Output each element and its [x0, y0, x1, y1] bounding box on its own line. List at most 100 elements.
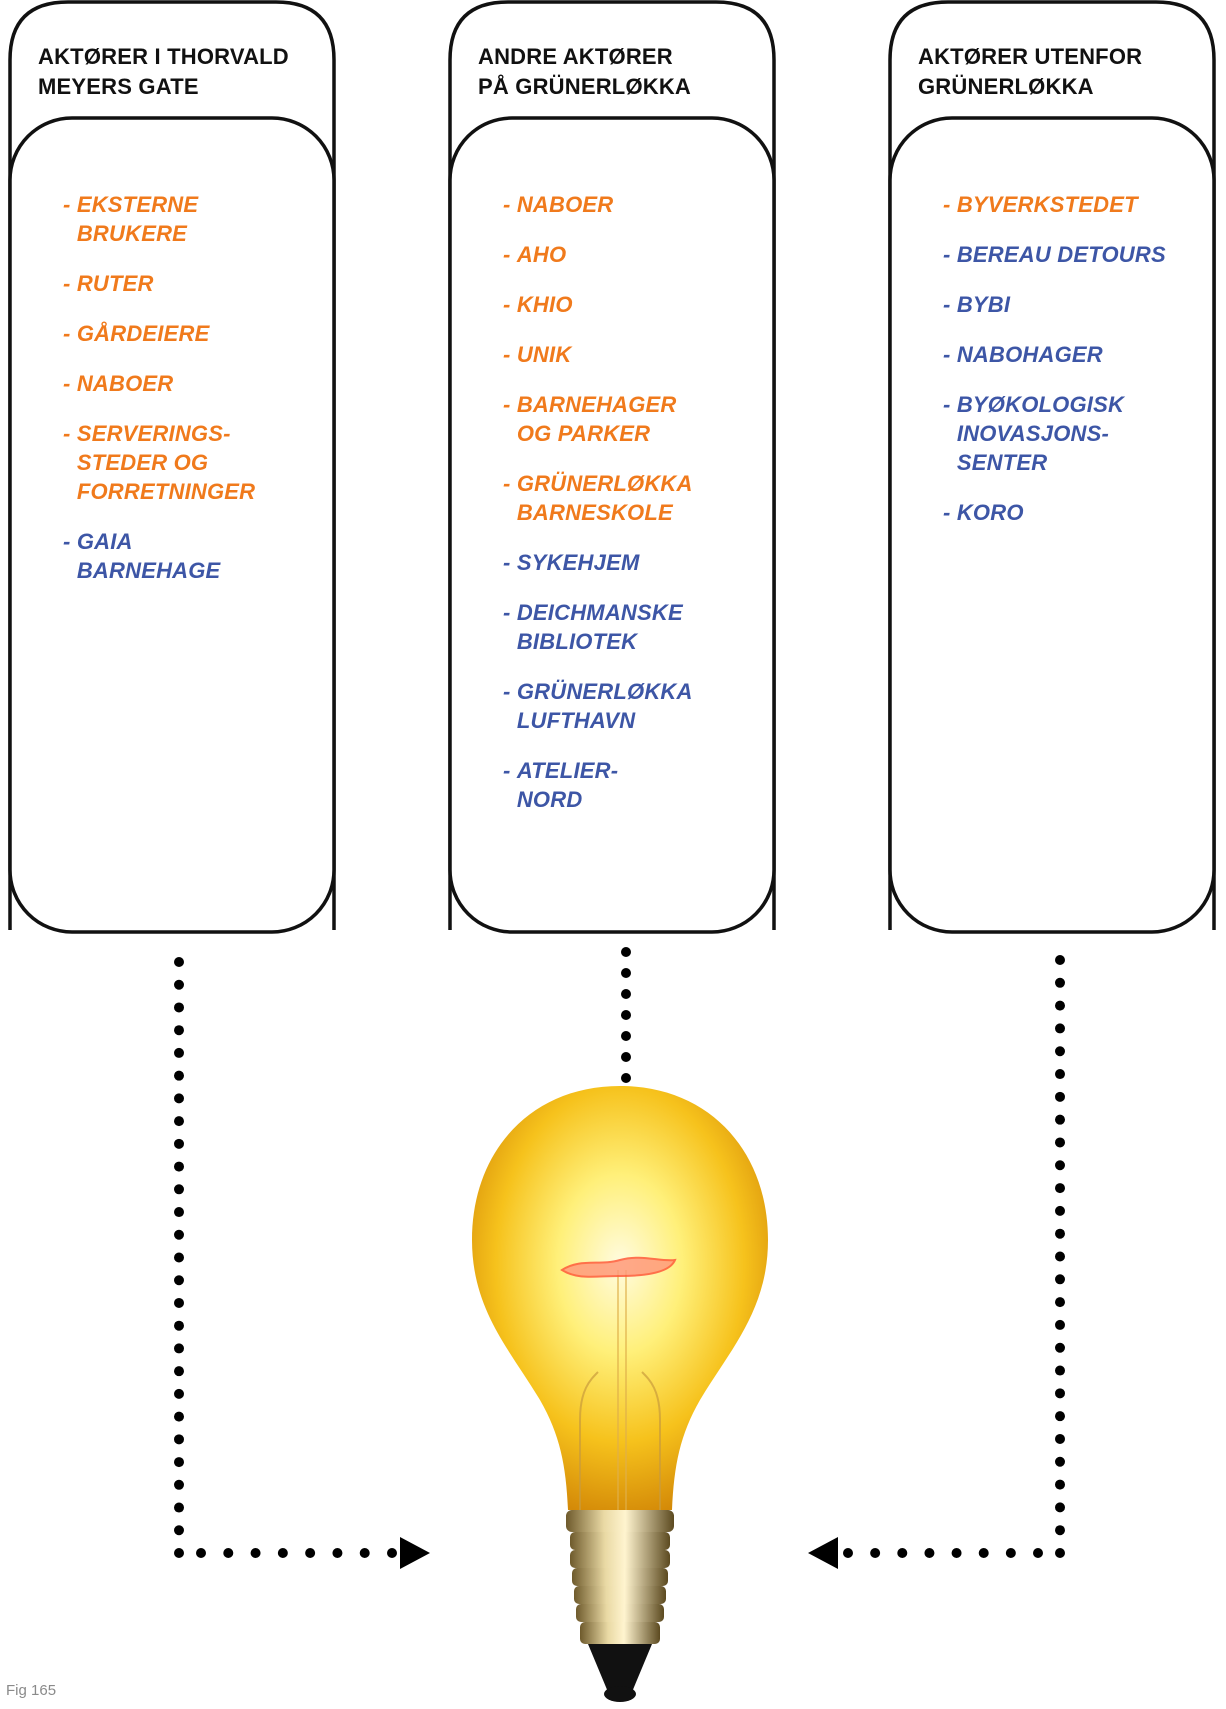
connector-dot: [359, 1548, 370, 1558]
arrow-left-icon: [808, 1537, 838, 1569]
item-dash: -: [503, 600, 517, 625]
card-frame: [888, 0, 1216, 934]
connector-dot: [870, 1548, 881, 1558]
actor-item-label: GAIA BARNEHAGE: [76, 529, 221, 583]
actor-item: - GÅRDEIERE: [63, 319, 323, 348]
card-frame: [8, 0, 336, 934]
connector-dot: [223, 1548, 234, 1558]
item-dash: -: [503, 192, 517, 217]
item-dash: -: [503, 392, 517, 417]
actor-item-label: SYKEHJEM: [516, 550, 640, 575]
connector-dot: [305, 1548, 316, 1558]
connector-dot: [843, 1548, 853, 1558]
actor-item-label: EKSTERNE BRUKERE: [76, 192, 199, 246]
actor-item-label: UNIK: [516, 342, 572, 367]
connector-dot: [1055, 977, 1065, 988]
item-dash: -: [503, 471, 517, 496]
connector-dot: [621, 1031, 631, 1041]
actor-item: - KORO: [943, 498, 1203, 527]
actor-list: - BYVERKSTEDET - BEREAU DETOURS - BYBI - NA…: [943, 190, 1203, 548]
actor-item-label: BARNEHAGER OG PARKER: [516, 392, 677, 446]
card-title: AKTØRER I THORVALD MEYERS GATE: [38, 44, 289, 99]
actor-item: - SYKEHJEM: [503, 548, 763, 577]
connector-dot: [174, 1366, 184, 1377]
actor-item-label: BYBI: [956, 292, 1011, 317]
connector-dot: [1055, 1433, 1065, 1444]
connector-dot: [1055, 1183, 1065, 1194]
connector-dot: [1055, 1137, 1065, 1148]
actor-item-label: BYØKOLOGISK INOVASJONS- SENTER: [956, 392, 1125, 475]
connector-dot: [924, 1548, 935, 1558]
actor-item: - EKSTERNE BRUKERE: [63, 190, 323, 248]
item-dash: -: [63, 192, 77, 217]
connector-dot: [1005, 1548, 1016, 1558]
connector-dot: [978, 1548, 989, 1558]
actor-item-label: BEREAU DETOURS: [956, 242, 1166, 267]
connector-dot: [1055, 1160, 1065, 1171]
connector-dot: [1055, 1411, 1065, 1422]
actor-item: - GAIA BARNEHAGE: [63, 527, 323, 585]
connector-dot: [174, 1434, 184, 1445]
item-dash: -: [503, 242, 517, 267]
figure-label: Fig 165: [6, 1682, 57, 1699]
light-bulb-icon: [470, 1080, 770, 1704]
connector-dot: [174, 1479, 184, 1490]
actor-item-label: RUTER: [76, 271, 154, 296]
item-dash: -: [63, 529, 77, 554]
actor-group-other-grunerlokka: ANDRE AKTØRER PÅ GRÜNERLØKKA - NABOER- A…: [448, 0, 776, 936]
connector-dot: [1055, 1228, 1065, 1239]
left-connector-dots: [174, 957, 397, 1558]
item-dash: -: [503, 292, 517, 317]
connector-dot: [1055, 1046, 1065, 1057]
actor-list: - EKSTERNE BRUKERE- RUTER- GÅRDEIERE- NA…: [63, 190, 323, 606]
connector-dot: [1055, 1023, 1065, 1034]
connector-dot: [174, 1229, 184, 1240]
actor-item-label: GRÜNERLØKKA BARNESKOLE: [516, 471, 693, 525]
connector-dot: [174, 979, 184, 990]
actor-item-label: SERVERINGS- STEDER OG FORRETNINGER: [76, 421, 256, 504]
connector-dot: [951, 1548, 962, 1558]
connector-dot: [174, 957, 184, 967]
actor-item: - AHO: [503, 240, 763, 269]
card-title: AKTØRER UTENFOR GRÜNERLØKKA: [918, 44, 1143, 99]
actor-item-label: AHO: [516, 242, 567, 267]
connector-dot: [621, 1073, 631, 1083]
connector-dot: [174, 1207, 184, 1218]
connector-dot: [174, 1502, 184, 1513]
connector-dot: [1055, 1205, 1065, 1216]
connector-dot: [1055, 1319, 1065, 1330]
connector-dot: [174, 1275, 184, 1286]
connector-dot: [1055, 1114, 1065, 1125]
actor-item: - BYØKOLOGISK INOVASJONS- SENTER: [943, 390, 1203, 477]
connector-dot: [621, 989, 631, 999]
item-dash: -: [63, 271, 77, 296]
connector-dot: [1055, 1388, 1065, 1399]
connector-dot: [174, 1525, 184, 1536]
connector-dot: [621, 1052, 631, 1062]
actor-item-label: GRÜNERLØKKA LUFTHAVN: [516, 679, 693, 733]
connector-dot: [1055, 1525, 1065, 1536]
connector-dot: [1033, 1548, 1043, 1558]
actor-item-label: NABOER: [76, 371, 174, 396]
connector-dot: [174, 1252, 184, 1263]
connector-dot: [332, 1548, 343, 1558]
connector-dot: [174, 1025, 184, 1036]
connector-dot: [174, 1343, 184, 1354]
connector-dot: [1055, 1548, 1065, 1558]
actor-group-outside-grunerlokka: AKTØRER UTENFOR GRÜNERLØKKA - BYVERKSTED…: [888, 0, 1216, 936]
actor-group-thorvald-meyers-gate: AKTØRER I THORVALD MEYERS GATE - EKSTERN…: [8, 0, 336, 936]
actor-item: - BYBI: [943, 290, 1203, 319]
item-dash: -: [503, 758, 517, 783]
actor-item: - SERVERINGS- STEDER OG FORRETNINGER: [63, 419, 323, 506]
actor-item-label: DEICHMANSKE BIBLIOTEK: [516, 600, 683, 654]
item-dash: -: [943, 500, 957, 525]
actor-item: - NABOHAGER: [943, 340, 1203, 369]
connector-dot: [1055, 1365, 1065, 1376]
actor-item-label: NABOHAGER: [956, 342, 1103, 367]
actor-item: - DEICHMANSKE BIBLIOTEK: [503, 598, 763, 656]
actor-item: - BYVERKSTEDET: [943, 190, 1203, 219]
actor-item-label: KORO: [956, 500, 1024, 525]
connector-dot: [387, 1548, 397, 1558]
actor-item-label: GÅRDEIERE: [76, 321, 210, 346]
connector-dot: [1055, 955, 1065, 965]
